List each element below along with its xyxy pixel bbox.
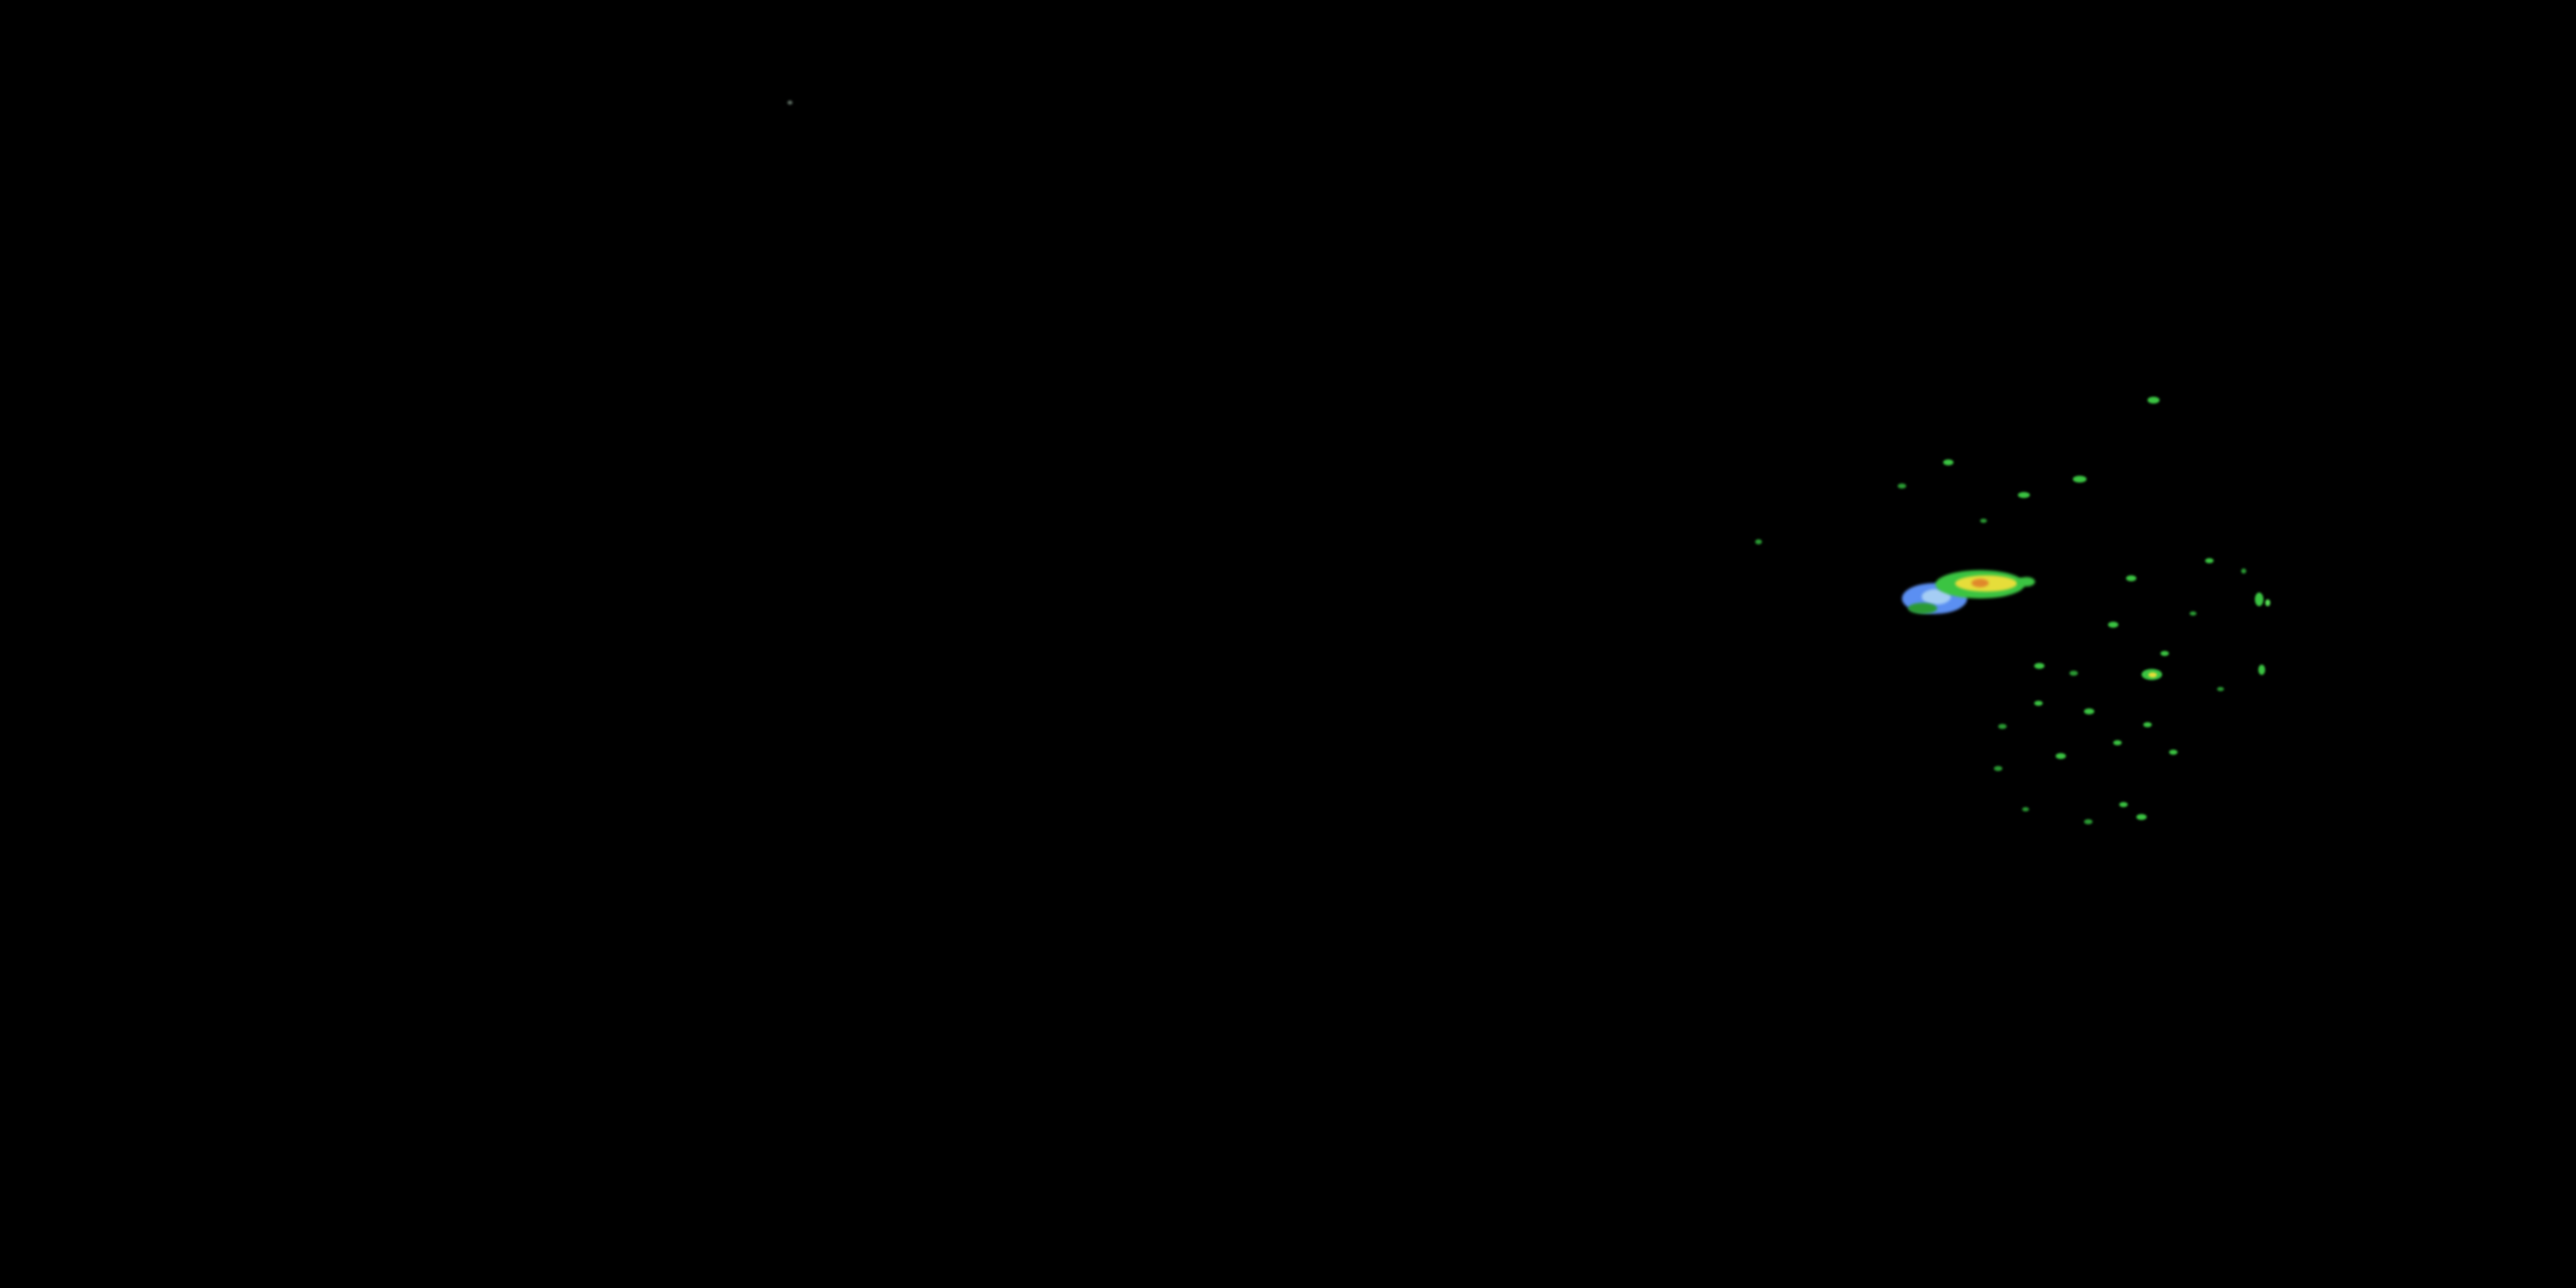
radar-echo bbox=[2190, 611, 2196, 616]
radar-echo bbox=[2069, 671, 2078, 676]
radar-echo bbox=[1943, 459, 1953, 465]
radar-echo bbox=[2136, 814, 2147, 820]
radar-echo bbox=[2169, 750, 2178, 755]
radar-echo bbox=[2148, 672, 2157, 677]
radar-echo bbox=[2084, 819, 2093, 824]
radar-echo bbox=[1755, 539, 1762, 544]
radar-echo bbox=[2018, 492, 2030, 498]
radar-echo bbox=[2113, 740, 2122, 745]
radar-echo bbox=[1994, 766, 2002, 771]
radar-echo bbox=[2073, 476, 2087, 483]
radar-echo bbox=[2217, 687, 2224, 691]
radar-echo bbox=[2241, 568, 2246, 574]
radar-echo bbox=[2205, 558, 2214, 563]
radar-echo bbox=[2258, 665, 2265, 675]
radar-echo bbox=[2119, 802, 2128, 807]
radar-echo bbox=[1998, 724, 2007, 729]
radar-echo bbox=[2255, 592, 2263, 606]
radar-echo bbox=[2034, 663, 2044, 669]
radar-echo bbox=[2148, 397, 2160, 404]
radar-echo bbox=[2143, 722, 2152, 727]
radar-echo bbox=[2126, 575, 2136, 581]
radar-echo bbox=[2056, 753, 2066, 759]
radar-echo bbox=[2034, 701, 2043, 706]
radar-echo bbox=[1898, 483, 1906, 489]
radar-echo bbox=[2018, 577, 2035, 586]
radar-echo bbox=[2108, 622, 2118, 628]
radar-echo bbox=[2265, 599, 2270, 606]
radar-echo bbox=[1971, 579, 1989, 587]
radar-echo bbox=[2160, 651, 2169, 656]
radar-echo bbox=[1980, 519, 1987, 523]
radar-echo bbox=[2084, 708, 2094, 714]
radar-echo bbox=[1908, 603, 1937, 614]
radar-echo bbox=[1922, 589, 1951, 605]
radar-echo bbox=[787, 100, 793, 105]
radar-echo bbox=[2022, 807, 2029, 811]
